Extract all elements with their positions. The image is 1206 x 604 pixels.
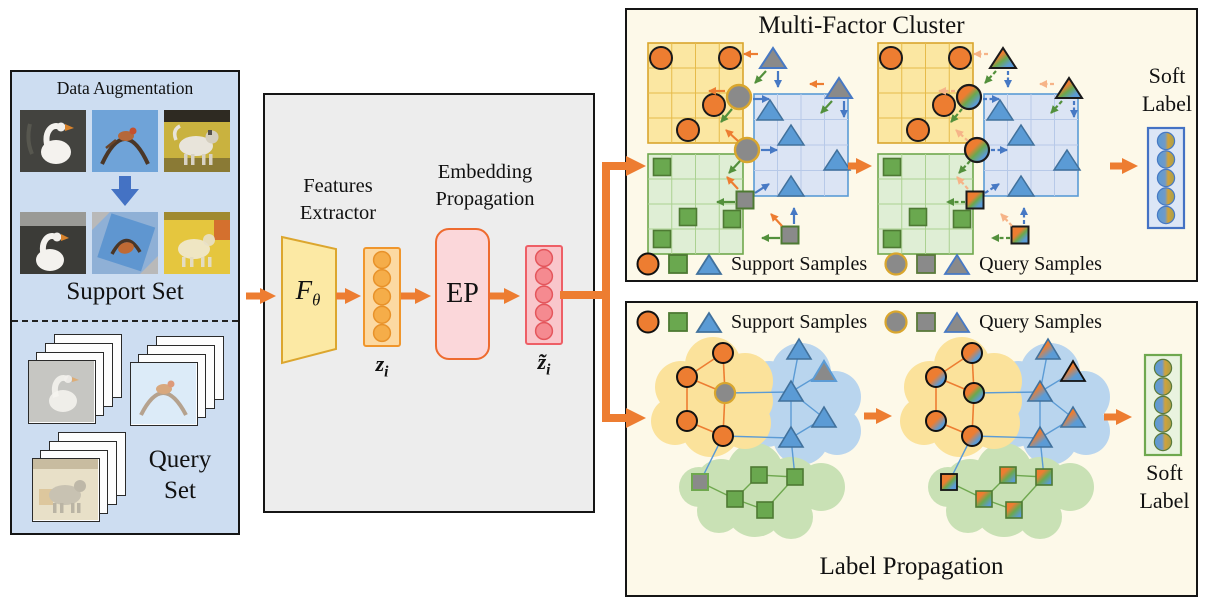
query-square-soft (946, 176, 1000, 210)
class-grid-green (647, 153, 744, 255)
support-square-icon (668, 312, 688, 332)
support-image-dog (164, 110, 230, 172)
query-set-label: Query Set (148, 446, 212, 505)
feature-extractor-trapezoid (281, 235, 337, 365)
support-image-bird (92, 110, 158, 172)
cluster-cloud-yellow (651, 337, 773, 457)
cluster-cloud-yellow (900, 337, 1022, 457)
query-stack-swan (28, 334, 122, 426)
query-circle (708, 83, 770, 123)
query-triangle-soft (1039, 76, 1084, 118)
soft-label-text: Soft Label (1141, 63, 1193, 116)
embedding-propagation-label: Embedding Propagation (435, 161, 535, 210)
z-vector-label: zi (375, 351, 389, 381)
embedding-vector-z-tilde (525, 245, 563, 345)
query-triangle (809, 76, 854, 118)
query-square-soft (991, 207, 1030, 245)
support-samples-label: Support Samples (731, 252, 868, 275)
multi-factor-cluster-panel: Multi-Factor Cluster (625, 8, 1198, 282)
class-grid-blue (753, 93, 852, 197)
query-circle-icon (884, 252, 908, 276)
label-propagation-panel: Support Samples Query Samples (625, 301, 1198, 597)
query-square-icon (916, 254, 937, 274)
support-circle-icon (636, 310, 660, 334)
query-circle (725, 129, 778, 174)
query-square-icon (916, 312, 937, 332)
support-query-divider (12, 320, 238, 322)
z-tilde-vector-label: z̃i (537, 349, 551, 379)
graph-initial (651, 337, 861, 539)
graph-propagated (900, 337, 1110, 539)
embedding-vector-z (363, 247, 401, 347)
support-triangle-icon (695, 253, 723, 275)
query-square (761, 207, 800, 245)
support-samples-label: Support Samples (731, 310, 868, 333)
query-samples-soft (938, 46, 1084, 245)
encoder-panel: Features Extractor Embedding Propagation… (263, 93, 595, 513)
class-grid-yellow (877, 42, 974, 144)
support-square-icon (668, 254, 688, 274)
data-panel: Data Augmentation (10, 70, 240, 535)
features-extractor-label: Features Extractor (299, 175, 377, 224)
class-grid-blue (983, 93, 1082, 197)
query-stack-bird (130, 336, 224, 428)
query-circle-soft (955, 129, 1008, 174)
query-square (716, 176, 770, 210)
class-grid-green (877, 153, 974, 255)
label-propagation-title: Label Propagation (819, 553, 1004, 580)
cluster-group-initial (647, 42, 854, 255)
query-triangle-icon (943, 253, 971, 275)
embedding-propagation-box: EP (435, 228, 490, 360)
augmented-image-bird (92, 212, 158, 274)
query-stack-dog (32, 432, 126, 524)
augmented-image-dog (164, 212, 230, 274)
support-triangle-icon (695, 311, 723, 333)
query-triangle-soft (973, 46, 1018, 88)
data-augmentation-title: Data Augmentation (56, 78, 194, 98)
support-circle-icon (636, 252, 660, 276)
feature-extractor-symbol: Fθ (295, 275, 321, 310)
multi-factor-cluster-title: Multi-Factor Cluster (758, 12, 965, 39)
augmented-image-swan (20, 212, 86, 274)
augmentation-arrow-icon (111, 176, 139, 206)
cluster-group-soft (877, 42, 1084, 255)
query-samples-gray (708, 46, 854, 245)
query-samples-label: Query Samples (979, 252, 1102, 275)
query-circle-soft (938, 83, 1000, 123)
soft-label-vector (1146, 126, 1186, 230)
query-triangle (743, 46, 788, 88)
legend-top-panel: Support Samples Query Samples (635, 251, 1118, 277)
query-triangle-icon (943, 311, 971, 333)
graph-nodes (676, 337, 838, 519)
query-circle-icon (884, 310, 908, 334)
graph-nodes-soft (925, 337, 1087, 519)
support-set-label: Support Set (66, 278, 184, 305)
soft-label-text: Soft Label (1139, 460, 1190, 513)
query-samples-label: Query Samples (979, 310, 1102, 333)
legend-bottom-panel: Support Samples Query Samples (635, 309, 1118, 335)
soft-label-vector (1143, 353, 1183, 457)
support-image-swan (20, 110, 86, 172)
